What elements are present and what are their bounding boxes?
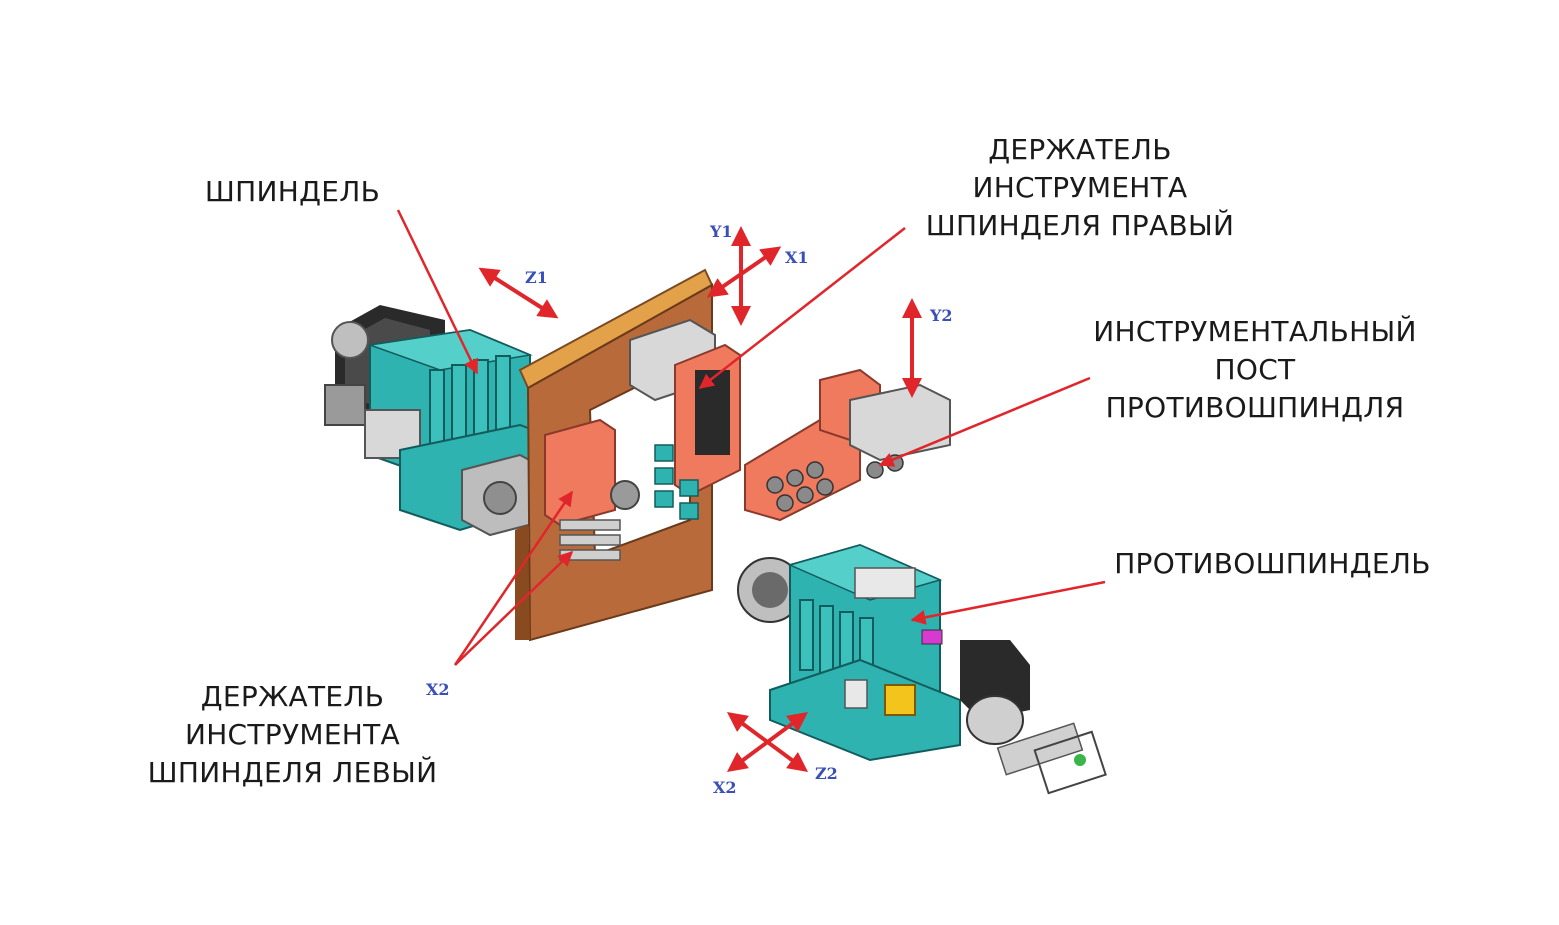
arrow-z2-lower-b: [726, 712, 809, 772]
axis-label-z1: Z1: [525, 268, 548, 287]
leader-counter-spindle: [910, 580, 1106, 625]
label-left-holder-line3: ШПИНДЕЛЯ ЛЕВЫЙ: [147, 756, 438, 789]
label-counter-spindle-text: ПРОТИВОШПИНДЕЛЬ: [1114, 547, 1431, 580]
label-right-holder-line3: ШПИНДЕЛЯ ПРАВЫЙ: [925, 209, 1235, 242]
axis-label-x2-lower: X2: [713, 778, 737, 797]
label-spindle-text: ШПИНДЕЛЬ: [204, 175, 381, 208]
axis-label-z2: Z2: [815, 764, 838, 783]
axis-label-x1: X1: [785, 248, 809, 267]
label-tool-post-line3: ПРОТИВОШПИНДЛЯ: [1105, 391, 1405, 424]
label-left-tool-holder: ДЕРЖАТЕЛЬ ИНСТРУМЕНТА ШПИНДЕЛЯ ЛЕВЫЙ: [135, 678, 450, 792]
label-left-holder-line2: ИНСТРУМЕНТА: [184, 718, 401, 751]
leader-spindle: [396, 209, 479, 375]
main-spindle-assembly: [324, 305, 561, 537]
label-counter-tool-post: ИНСТРУМЕНТАЛЬНЫЙ ПОСТ ПРОТИВОШПИНДЛЯ: [1080, 313, 1430, 427]
right-tool-holder: [629, 318, 741, 520]
leader-lines: [396, 209, 1106, 666]
axis-label-x2-upper: X2: [426, 680, 450, 699]
label-right-tool-holder: ДЕРЖАТЕЛЬ ИНСТРУМЕНТА ШПИНДЕЛЯ ПРАВЫЙ: [915, 131, 1245, 245]
counter-spindle-tool-post: [744, 368, 951, 522]
leader-left-holder-b: [454, 550, 574, 666]
counter-spindle-assembly: [737, 543, 1107, 795]
label-counter-spindle: ПРОТИВОШПИНДЕЛЬ: [1100, 545, 1445, 583]
axis-label-y2: Y2: [930, 306, 953, 325]
label-tool-post-line1: ИНСТРУМЕНТАЛЬНЫЙ: [1093, 315, 1417, 348]
arrow-x1: [706, 246, 782, 298]
arrow-z1: [478, 267, 559, 319]
motion-arrows: [478, 226, 922, 772]
leader-left-holder-a: [453, 490, 574, 666]
leader-right-holder: [698, 227, 906, 389]
label-tool-post-line2: ПОСТ: [1214, 353, 1296, 386]
label-right-holder-line1: ДЕРЖАТЕЛЬ: [988, 133, 1172, 166]
leader-tool-post: [878, 376, 1091, 467]
label-left-holder-line1: ДЕРЖАТЕЛЬ: [200, 680, 385, 713]
axis-label-y1: Y1: [710, 222, 733, 241]
label-spindle: ШПИНДЕЛЬ: [200, 173, 385, 211]
label-right-holder-line2: ИНСТРУМЕНТА: [972, 171, 1188, 204]
